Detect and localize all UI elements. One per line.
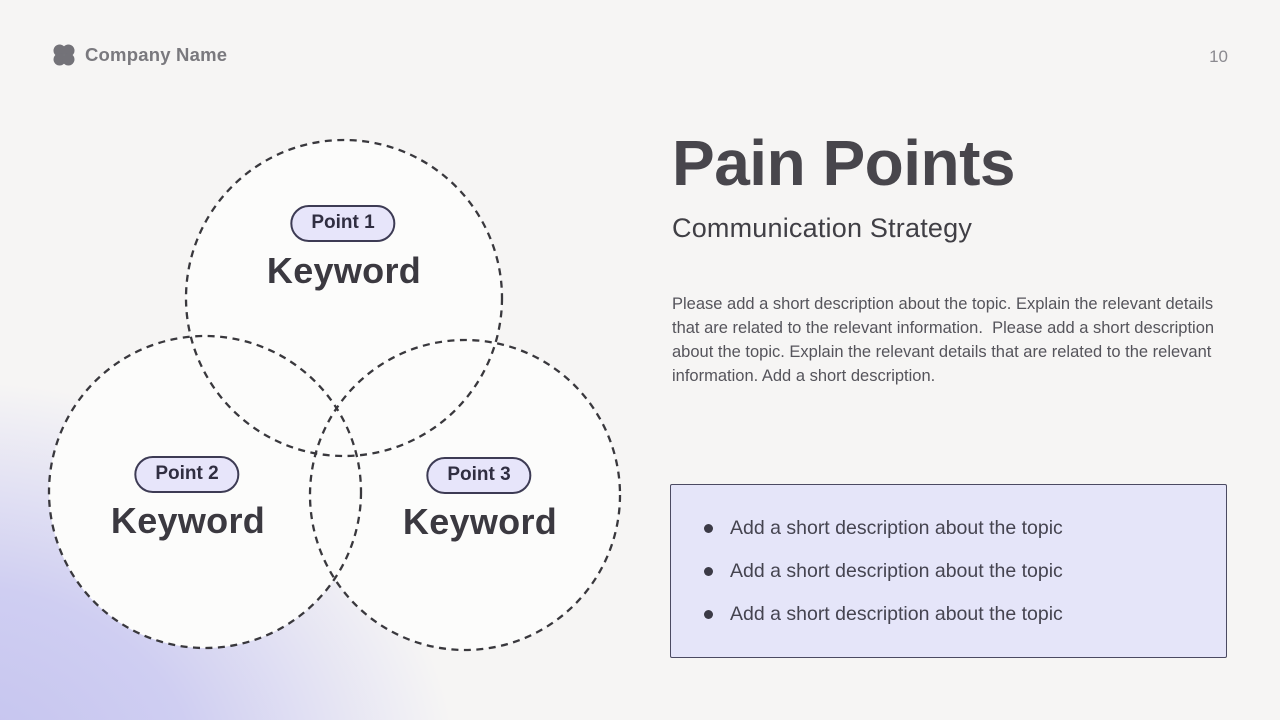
venn-circle-3-fill: [310, 340, 620, 650]
bullet-text: Add a short description about the topic: [730, 516, 1063, 539]
venn-circle-1-outline: [184, 138, 504, 458]
venn-circle-3-outline: [308, 338, 622, 652]
page-number: 10: [1209, 47, 1228, 66]
company-name: Company Name: [85, 44, 228, 65]
bullet-item: Add a short description about the topic: [704, 603, 1206, 626]
bullet-dot-icon: [704, 609, 713, 619]
bullet-dot-icon: [704, 566, 713, 576]
point-2-keyword: Keyword: [110, 500, 266, 541]
bullet-item: Add a short description about the topic: [704, 560, 1206, 583]
point-2-badge: Point 2: [134, 456, 240, 493]
point-1-keyword: Keyword: [266, 250, 422, 291]
venn-circle-2-outline: [47, 334, 363, 650]
page-title: Pain Points: [672, 127, 1016, 199]
bullet-dot-icon: [704, 523, 713, 533]
content-column: Pain Points Communication Strategy Pleas…: [672, 127, 1228, 388]
page-subtitle: Communication Strategy: [672, 213, 973, 244]
bullet-item: Add a short description about the topic: [704, 517, 1206, 540]
point-1-badge: Point 1: [290, 205, 396, 242]
point-3-keyword: Keyword: [402, 501, 558, 542]
bullet-list: Add a short description about the topic …: [704, 497, 1206, 646]
bullet-text: Add a short description about the topic: [730, 559, 1063, 582]
company-logo-icon: [53, 44, 75, 66]
description-text: Please add a short description about the…: [672, 295, 1219, 386]
point-3-badge: Point 3: [426, 457, 532, 494]
brand: Company Name: [52, 43, 227, 67]
bullet-text: Add a short description about the topic: [730, 602, 1063, 625]
bullet-panel: Add a short description about the topic …: [670, 484, 1227, 658]
